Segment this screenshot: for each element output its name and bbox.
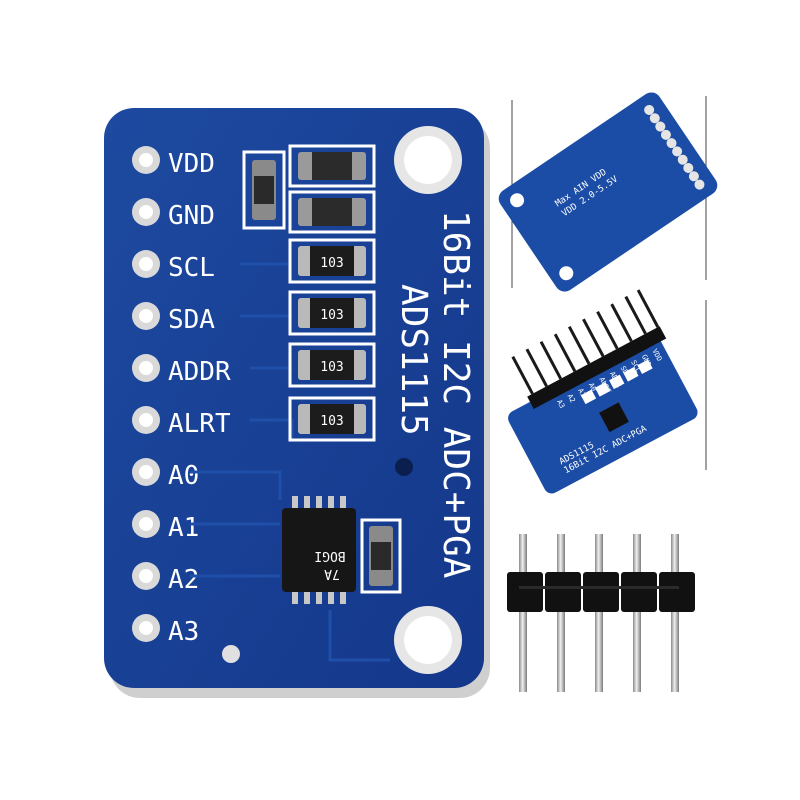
pin-pad-a3: [132, 614, 160, 642]
pin-label-a0: A0: [168, 461, 199, 491]
board-title-line1: 16Bit I2C ADC+PGA: [435, 210, 476, 579]
angled-pin-a2: A2: [566, 393, 577, 404]
via-dark: [395, 458, 413, 476]
mounting-hole-bottom: [394, 606, 462, 674]
pin-label-a1: A1: [168, 513, 199, 543]
resistor-3-code: 103: [320, 360, 343, 375]
header-pin-2: [557, 534, 565, 692]
pin-pad-alrt: [132, 406, 160, 434]
pin-pad-gnd: [132, 198, 160, 226]
capacitor-outline-chip: [360, 518, 402, 594]
resistor-1-code: 103: [320, 256, 343, 271]
capacitor-outline-2: [288, 190, 376, 234]
header-block-2: [545, 572, 581, 612]
chip-marking: BOGI: [314, 548, 345, 563]
resistor-outline-3: [288, 342, 376, 388]
capacitor-chip: [369, 526, 393, 586]
header-block-5: [659, 572, 695, 612]
header-pin-3: [595, 534, 603, 692]
via-small: [222, 645, 240, 663]
pin-label-a3: A3: [168, 617, 199, 647]
resistor-outline-2: [288, 290, 376, 336]
capacitor-left: [252, 160, 276, 220]
resistor-2-code: 103: [320, 308, 343, 323]
mounting-hole-top: [394, 126, 462, 194]
header-pin-4: [633, 534, 641, 692]
pin-pad-vdd: [132, 146, 160, 174]
angled-view-photo: 16Bit I2C ADC+PGA ADS1115 VDD GND SCL SD…: [508, 289, 707, 494]
chip-marking-2: 7A: [324, 566, 340, 581]
header-block-4: [621, 572, 657, 612]
pin-pad-a2: [132, 562, 160, 590]
capacitor-outline-1: [288, 144, 376, 188]
pin-pad-a1: [132, 510, 160, 538]
resistor-1: 103: [298, 246, 366, 276]
pin-label-addr: ADDR: [168, 357, 231, 387]
pcb-traces: [190, 262, 390, 662]
pin-label-gnd: GND: [168, 201, 215, 231]
capacitor-2: [298, 198, 366, 226]
pin-label-scl: SCL: [168, 253, 215, 283]
header-block-1: [507, 572, 543, 612]
adc-chip: BOGI 7A: [282, 496, 356, 604]
pin-label-a2: A2: [168, 565, 199, 595]
pin-pad-sda: [132, 302, 160, 330]
capacitor-outline-left: [242, 150, 286, 230]
resistor-3: 103: [298, 350, 366, 380]
pin-pad-addr: [132, 354, 160, 382]
main-board: VDD GND SCL SDA ADDR ALRT A0 A1 A2 A3: [104, 108, 490, 698]
resistor-4: 103: [298, 404, 366, 434]
pin-label-alrt: ALRT: [168, 409, 231, 439]
header-block-3: [583, 572, 619, 612]
board-title-line2: ADS1115: [393, 284, 434, 436]
resistor-outline-4: [288, 396, 376, 442]
capacitor-1: [298, 152, 366, 180]
resistor-4-code: 103: [320, 414, 343, 429]
back-view-photo: Max AIN VDD VDD 2.0-5.5V: [498, 92, 718, 292]
angled-pin-a1: A1: [576, 387, 587, 398]
pin-label-sda: SDA: [168, 305, 215, 335]
resistor-outline-1: [288, 238, 376, 284]
header-pin-1: [519, 534, 527, 692]
pin-pad-scl: [132, 250, 160, 278]
pin-header: [507, 534, 695, 692]
header-pin-5: [671, 534, 679, 692]
resistor-2: 103: [298, 298, 366, 328]
angled-pin-a3: A3: [555, 398, 566, 409]
pin-pad-a0: [132, 458, 160, 486]
pin-label-vdd: VDD: [168, 149, 215, 179]
back-board: [498, 92, 718, 292]
angled-pin-a0: A0: [587, 382, 598, 393]
